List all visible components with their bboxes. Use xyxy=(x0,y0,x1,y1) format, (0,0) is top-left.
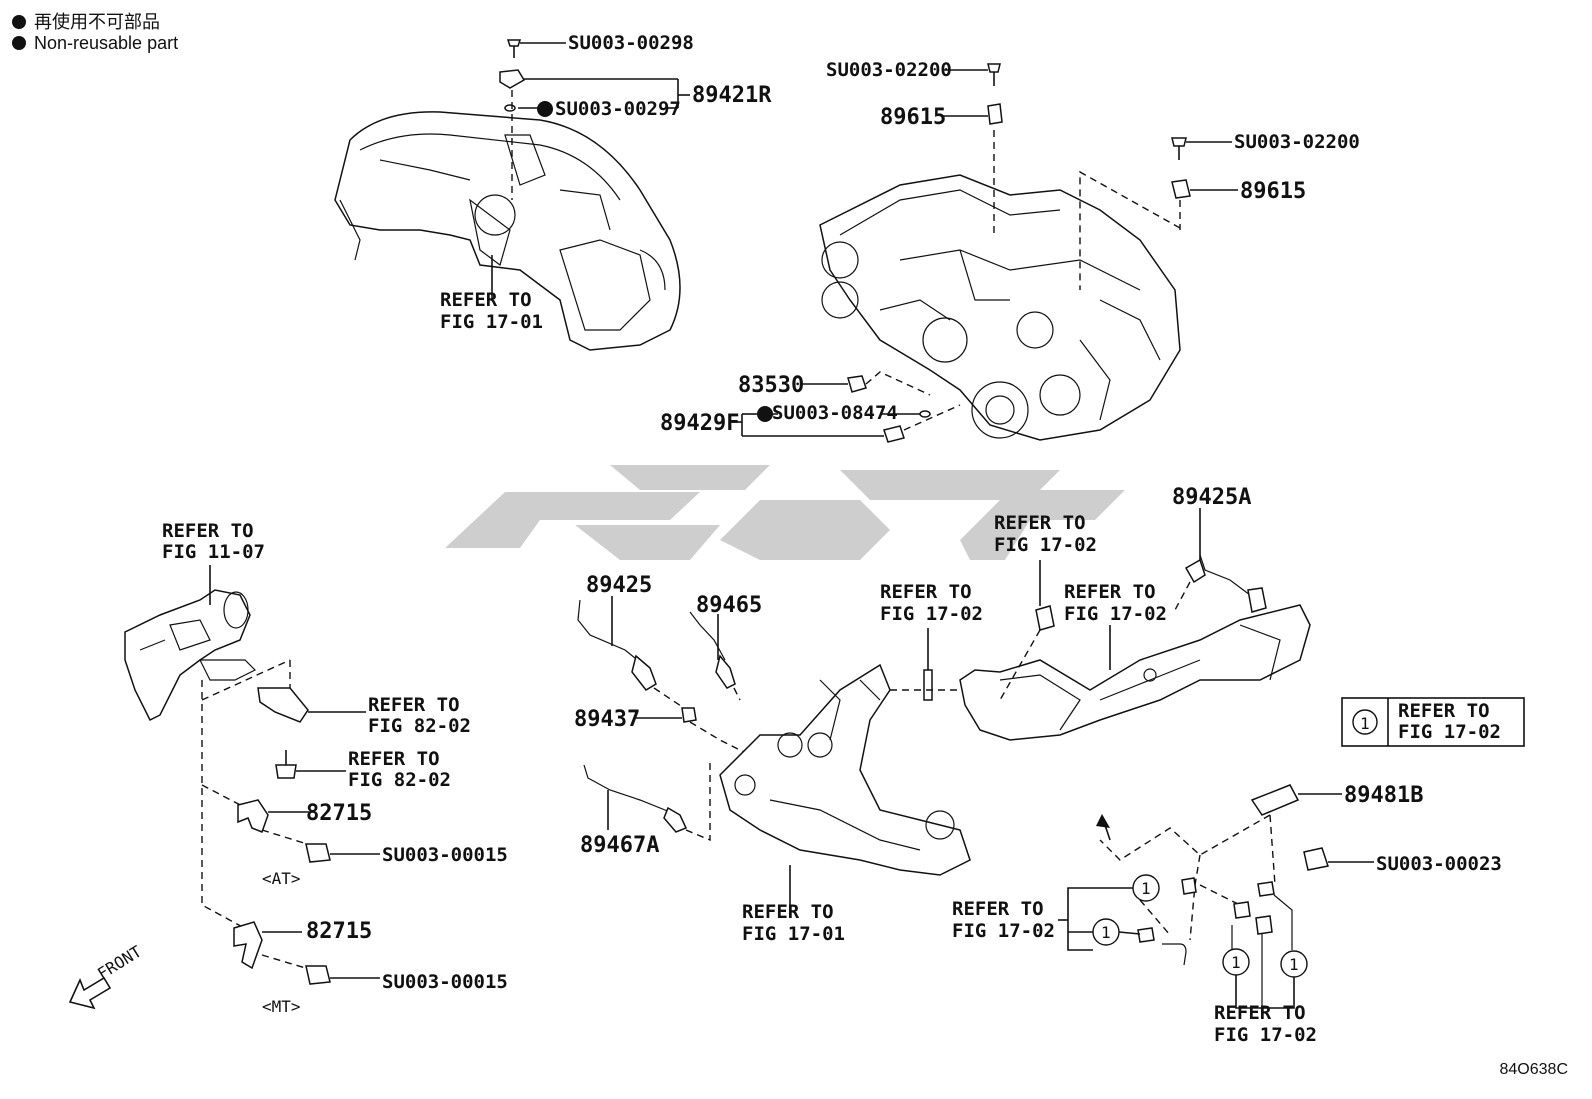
callout-89425: 89425 xyxy=(586,573,652,598)
bolt-su003-00015-b xyxy=(305,965,331,985)
circle-number: 1 xyxy=(1231,953,1241,972)
engine-block-drawing xyxy=(819,174,1181,441)
label-at: <AT> xyxy=(262,869,301,888)
refer-to-label: REFER TO xyxy=(880,581,972,603)
callout-su003-08474: SU003-08474 xyxy=(772,402,898,424)
callout-su003-02200-b: SU003-02200 xyxy=(1234,131,1360,153)
intake-manifold-drawing xyxy=(334,111,681,351)
refer-fig-label: FIG 82-02 xyxy=(368,715,471,737)
refer-fig-label: FIG 17-02 xyxy=(994,534,1097,556)
bolt-su003-00023 xyxy=(1303,847,1329,871)
refer-fig-label: FIG 82-02 xyxy=(348,769,451,791)
refer-fig-label: FIG 17-02 xyxy=(1214,1024,1317,1046)
callout-su003-00015-b: SU003-00015 xyxy=(382,971,508,993)
bolt-su003-02200-b xyxy=(1171,137,1187,160)
gasket-89437 xyxy=(681,707,697,723)
bolt-su003-00015-a xyxy=(305,843,331,863)
legend-text-ja: 再使用不可部品 xyxy=(34,12,160,32)
bolt-su003-00298 xyxy=(506,39,522,58)
front-arrow-icon xyxy=(68,976,112,1010)
callout-89421r: 89421R xyxy=(692,83,772,108)
switch-83530 xyxy=(847,375,867,393)
refer-box-line2: FIG 17-02 xyxy=(1398,721,1501,743)
bracket-82715-at xyxy=(237,799,269,833)
callout-89429f: 89429F xyxy=(660,411,739,436)
heat-shield-bracket xyxy=(257,687,309,723)
callout-82715-mt: 82715 xyxy=(306,919,372,944)
refer-box-number: 1 xyxy=(1360,714,1370,733)
callout-su003-02200-a: SU003-02200 xyxy=(826,59,952,81)
clip xyxy=(1255,915,1273,935)
watermark-logo xyxy=(445,465,1125,560)
callout-su003-00298: SU003-00298 xyxy=(568,32,694,54)
callout-83530: 83530 xyxy=(738,373,804,398)
legend-line-english: Non-reusable part xyxy=(12,33,178,54)
clip xyxy=(1137,927,1155,943)
exhaust-manifold-drawing xyxy=(719,663,971,876)
non-reusable-dot xyxy=(537,101,553,117)
callout-su003-00015-a: SU003-00015 xyxy=(382,844,508,866)
sensor-89467a xyxy=(583,764,688,833)
hose-segment xyxy=(1162,943,1187,966)
refer-to-label: REFER TO xyxy=(994,512,1086,534)
clip xyxy=(1257,881,1275,897)
callout-89481b: 89481B xyxy=(1344,783,1423,808)
front-exhaust-pipe-drawing xyxy=(959,604,1311,741)
sensor-89429f xyxy=(883,425,905,443)
refer-fig-label: FIG 17-02 xyxy=(952,920,1055,942)
arrow-up-icon xyxy=(1096,814,1110,828)
callout-su003-00023: SU003-00023 xyxy=(1376,853,1502,875)
legend-text-en: Non-reusable part xyxy=(34,33,179,53)
sensor-89465 xyxy=(689,611,736,689)
clamp-refer-17-02 xyxy=(1035,605,1055,631)
refer-fig-label: FIG 11-07 xyxy=(162,541,265,563)
clip xyxy=(1233,901,1251,919)
circle-number: 1 xyxy=(1141,879,1151,898)
front-label: FRONT xyxy=(94,942,145,984)
legend-line-japanese: 再使用不可部品 xyxy=(12,8,160,34)
transmission-drawing xyxy=(124,589,257,722)
callout-89465: 89465 xyxy=(696,593,762,618)
refer-to-label: REFER TO xyxy=(1214,1002,1306,1024)
refer-to-label: REFER TO xyxy=(742,901,834,923)
gasket-pipe xyxy=(923,669,933,701)
bracket-82715-mt xyxy=(233,921,263,970)
callout-89437: 89437 xyxy=(574,707,640,732)
refer-fig-label: FIG 17-02 xyxy=(880,603,983,625)
refer-to-label: REFER TO xyxy=(348,748,440,770)
refer-to-label: REFER TO xyxy=(162,520,254,542)
callout-89425a: 89425A xyxy=(1172,485,1251,510)
callout-82715-at: 82715 xyxy=(306,801,372,826)
callout-su003-00297: SU003-00297 xyxy=(555,98,681,120)
refer-box-line1: REFER TO xyxy=(1398,700,1490,722)
callout-89615-a: 89615 xyxy=(880,105,946,130)
refer-box xyxy=(1341,697,1525,747)
label-mt: <MT> xyxy=(262,997,301,1016)
clip xyxy=(1181,877,1197,895)
callout-89615-b: 89615 xyxy=(1240,179,1306,204)
refer-to-label: REFER TO xyxy=(368,694,460,716)
bolt-su003-02200-a xyxy=(987,63,1001,86)
sensor-89421r xyxy=(499,69,526,89)
bolt-refer-82-02 xyxy=(275,750,297,779)
refer-fig-label: FIG 17-01 xyxy=(742,923,845,945)
refer-to-label: REFER TO xyxy=(440,289,532,311)
cap-89615-b xyxy=(1171,179,1191,199)
bullet-icon xyxy=(12,15,26,29)
sensor-89425a xyxy=(1184,554,1267,613)
sensor-89481b xyxy=(1250,784,1300,816)
cap-89615-a xyxy=(987,103,1003,125)
refer-fig-label: FIG 17-01 xyxy=(440,311,543,333)
refer-to-label: REFER TO xyxy=(952,898,1044,920)
refer-to-label: REFER TO xyxy=(1064,581,1156,603)
non-reusable-dot xyxy=(757,406,773,422)
callout-89467a: 89467A xyxy=(580,833,659,858)
bullet-icon xyxy=(12,36,26,50)
circle-number: 1 xyxy=(1101,923,1111,942)
figure-code: 84O638C xyxy=(1499,1061,1569,1078)
circle-number: 1 xyxy=(1289,955,1299,974)
sensor-89425 xyxy=(577,599,657,691)
refer-fig-label: FIG 17-02 xyxy=(1064,603,1167,625)
